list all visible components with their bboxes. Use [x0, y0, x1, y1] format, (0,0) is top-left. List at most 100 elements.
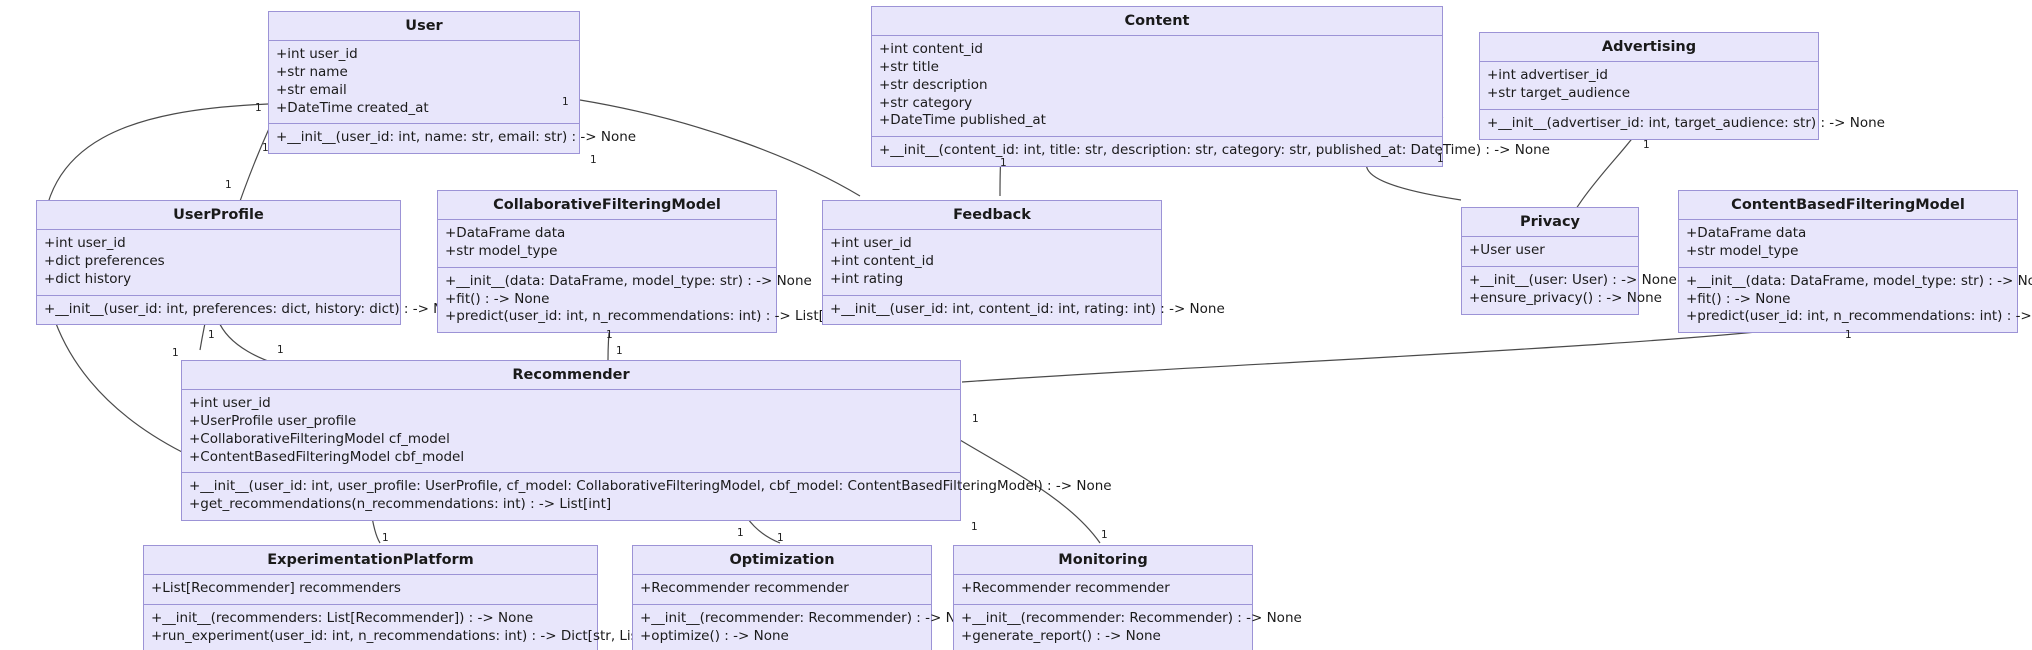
uml-attributes-compartment: +List[Recommender] recommenders	[144, 575, 597, 605]
uml-attributes-compartment: +Recommender recommender	[954, 575, 1252, 605]
uml-method: +run_experiment(user_id: int, n_recommen…	[151, 627, 677, 644]
uml-class-title: Content	[872, 7, 1442, 37]
uml-attribute: +UserProfile user_profile	[189, 412, 357, 429]
uml-attribute: +int user_id	[44, 235, 126, 252]
uml-method: +ensure_privacy() : -> None	[1469, 289, 1662, 306]
uml-method: +__init__(recommender: Recommender) : ->…	[961, 609, 1302, 626]
association-edge	[579, 99, 861, 197]
uml-attribute: +int user_id	[189, 395, 271, 412]
multiplicity-label: 1	[1437, 153, 1444, 165]
uml-attributes-compartment: +User user	[1462, 237, 1638, 267]
uml-attribute: +List[Recommender] recommenders	[151, 580, 401, 597]
uml-class-feedback[interactable]: Feedback+int user_id+int content_id+int …	[822, 200, 1225, 326]
uml-attributes-compartment: +int user_id+UserProfile user_profile+Co…	[182, 390, 960, 474]
uml-attribute: +CollaborativeFilteringModel cf_model	[189, 430, 450, 447]
uml-method: +get_recommendations(n_recommendations: …	[189, 496, 612, 513]
multiplicity-label: 1	[277, 344, 284, 356]
uml-class-title: UserProfile	[37, 201, 400, 231]
uml-attributes-compartment: +int user_id+int content_id+int rating	[823, 230, 1161, 296]
uml-attributes-compartment: +int advertiser_id+str target_audience	[1480, 62, 1818, 110]
uml-method: +fit() : -> None	[445, 290, 550, 307]
uml-attribute: +User user	[1469, 242, 1545, 259]
multiplicity-label: 1	[1845, 329, 1852, 341]
uml-methods-compartment: +__init__(user_id: int, preferences: dic…	[37, 296, 468, 325]
uml-attributes-compartment: +Recommender recommender	[633, 575, 931, 605]
uml-method: +__init__(data: DataFrame, model_type: s…	[445, 272, 812, 289]
uml-class-title: Recommender	[182, 361, 960, 391]
uml-method: +__init__(user_id: int, content_id: int,…	[830, 300, 1225, 317]
uml-class-title: Optimization	[633, 546, 931, 576]
uml-attribute: +Recommender recommender	[961, 580, 1170, 597]
multiplicity-label: 1	[590, 154, 597, 166]
uml-attribute: +str name	[276, 63, 348, 80]
uml-class-optimization[interactable]: Optimization +Recommender recommender +__i…	[632, 545, 981, 650]
uml-method: +__init__(recommenders: List[Recommender…	[151, 609, 534, 626]
uml-attribute: +DateTime created_at	[276, 99, 429, 116]
uml-method: +__init__(user: User) : -> None	[1469, 271, 1677, 288]
uml-class-cbfmodel[interactable]: ContentBasedFilteringModel+DataFrame dat…	[1678, 190, 2032, 334]
uml-attribute: +str description	[879, 76, 988, 93]
uml-method: +__init__(user_id: int, user_profile: Us…	[189, 478, 1112, 495]
uml-attribute: +str title	[879, 58, 939, 75]
uml-attribute: +int user_id	[830, 235, 912, 252]
uml-method: +fit() : -> None	[1686, 290, 1791, 307]
uml-method: +predict(user_id: int, n_recommendations…	[445, 308, 847, 325]
uml-class-title: User	[269, 12, 579, 42]
uml-attributes-compartment: +int user_id+str name+str email+DateTime…	[269, 41, 579, 125]
uml-attribute: +int content_id	[879, 41, 983, 58]
multiplicity-label: 1	[562, 96, 569, 108]
uml-methods-compartment: +__init__(advertiser_id: int, target_aud…	[1480, 110, 1885, 139]
uml-method: +__init__(recommender: Recommender) : ->…	[640, 609, 981, 626]
uml-method: +predict(user_id: int, n_recommendations…	[1686, 308, 2032, 325]
multiplicity-label: 1	[737, 527, 744, 539]
multiplicity-label: 1	[616, 345, 623, 357]
uml-method: +optimize() : -> None	[640, 627, 789, 644]
uml-method: +generate_report() : -> None	[961, 627, 1161, 644]
uml-attributes-compartment: +DataFrame data+str model_type	[438, 220, 776, 268]
uml-class-title: ContentBasedFilteringModel	[1679, 191, 2017, 221]
uml-class-title: ExperimentationPlatform	[144, 546, 597, 576]
uml-class-monitoring[interactable]: Monitoring+Recommender recommender+__ini…	[953, 545, 1302, 650]
uml-class-title: Privacy	[1462, 208, 1638, 238]
multiplicity-label: 1	[262, 142, 269, 154]
uml-attribute: +dict history	[44, 270, 132, 287]
multiplicity-label: 1	[971, 521, 978, 533]
uml-class-userprofile[interactable]: UserProfile+int user_id+dict preferences…	[36, 200, 468, 326]
uml-methods-compartment: +__init__(data: DataFrame, model_type: s…	[1679, 268, 2032, 332]
uml-attribute: +int advertiser_id	[1487, 67, 1608, 84]
uml-attribute: +int rating	[830, 270, 904, 287]
uml-class-privacy[interactable]: Privacy +User user +__init__(user: User) :…	[1461, 207, 1677, 315]
uml-attribute: +dict preferences	[44, 252, 165, 269]
uml-attributes-compartment: +int content_id+str title+str descriptio…	[872, 36, 1442, 138]
uml-class-cfmodel[interactable]: CollaborativeFilteringModel+DataFrame da…	[437, 190, 847, 334]
multiplicity-label: 1	[606, 329, 613, 341]
uml-attributes-compartment: +DataFrame data+str model_type	[1679, 220, 2017, 268]
uml-methods-compartment: +__init__(user_id: int, content_id: int,…	[823, 296, 1225, 325]
uml-attribute: +DataFrame data	[1686, 225, 1807, 242]
uml-methods-compartment: +__init__(content_id: int, title: str, d…	[872, 137, 1550, 166]
uml-attribute: +DataFrame data	[445, 225, 566, 242]
uml-attribute: +int user_id	[276, 46, 358, 63]
uml-attribute: +Recommender recommender	[640, 580, 849, 597]
uml-class-experimentationplatform[interactable]: ExperimentationPlatform +List[Recommender…	[143, 545, 677, 650]
uml-methods-compartment: +__init__(user: User) : -> None+ensure_p…	[1462, 267, 1677, 314]
uml-class-advertising[interactable]: Advertising+int advertiser_id+str target…	[1479, 32, 1885, 140]
uml-methods-compartment: +__init__(data: DataFrame, model_type: s…	[438, 268, 847, 332]
uml-attribute: +str email	[276, 81, 347, 98]
uml-methods-compartment: +__init__(recommenders: List[Recommender…	[144, 605, 677, 650]
uml-method: +__init__(data: DataFrame, model_type: s…	[1686, 272, 2032, 289]
multiplicity-label: 1	[1000, 157, 1007, 169]
uml-class-title: Feedback	[823, 201, 1161, 231]
uml-class-content[interactable]: Content+int content_id+str title+str des…	[871, 6, 1550, 167]
uml-class-recommender[interactable]: Recommender+int user_id+UserProfile user…	[181, 360, 1112, 521]
multiplicity-label: 1	[972, 413, 979, 425]
uml-method: +__init__(user_id: int, name: str, email…	[276, 129, 637, 146]
uml-attributes-compartment: +int user_id+dict preferences+dict histo…	[37, 230, 400, 296]
uml-class-title: CollaborativeFilteringModel	[438, 191, 776, 221]
multiplicity-label: 1	[1101, 529, 1108, 541]
uml-attribute: +str model_type	[1686, 242, 1799, 259]
uml-class-user[interactable]: User+int user_id+str name+str email+Date…	[268, 11, 637, 155]
multiplicity-label: 1	[255, 102, 262, 114]
uml-methods-compartment: +__init__(user_id: int, name: str, email…	[269, 124, 637, 153]
